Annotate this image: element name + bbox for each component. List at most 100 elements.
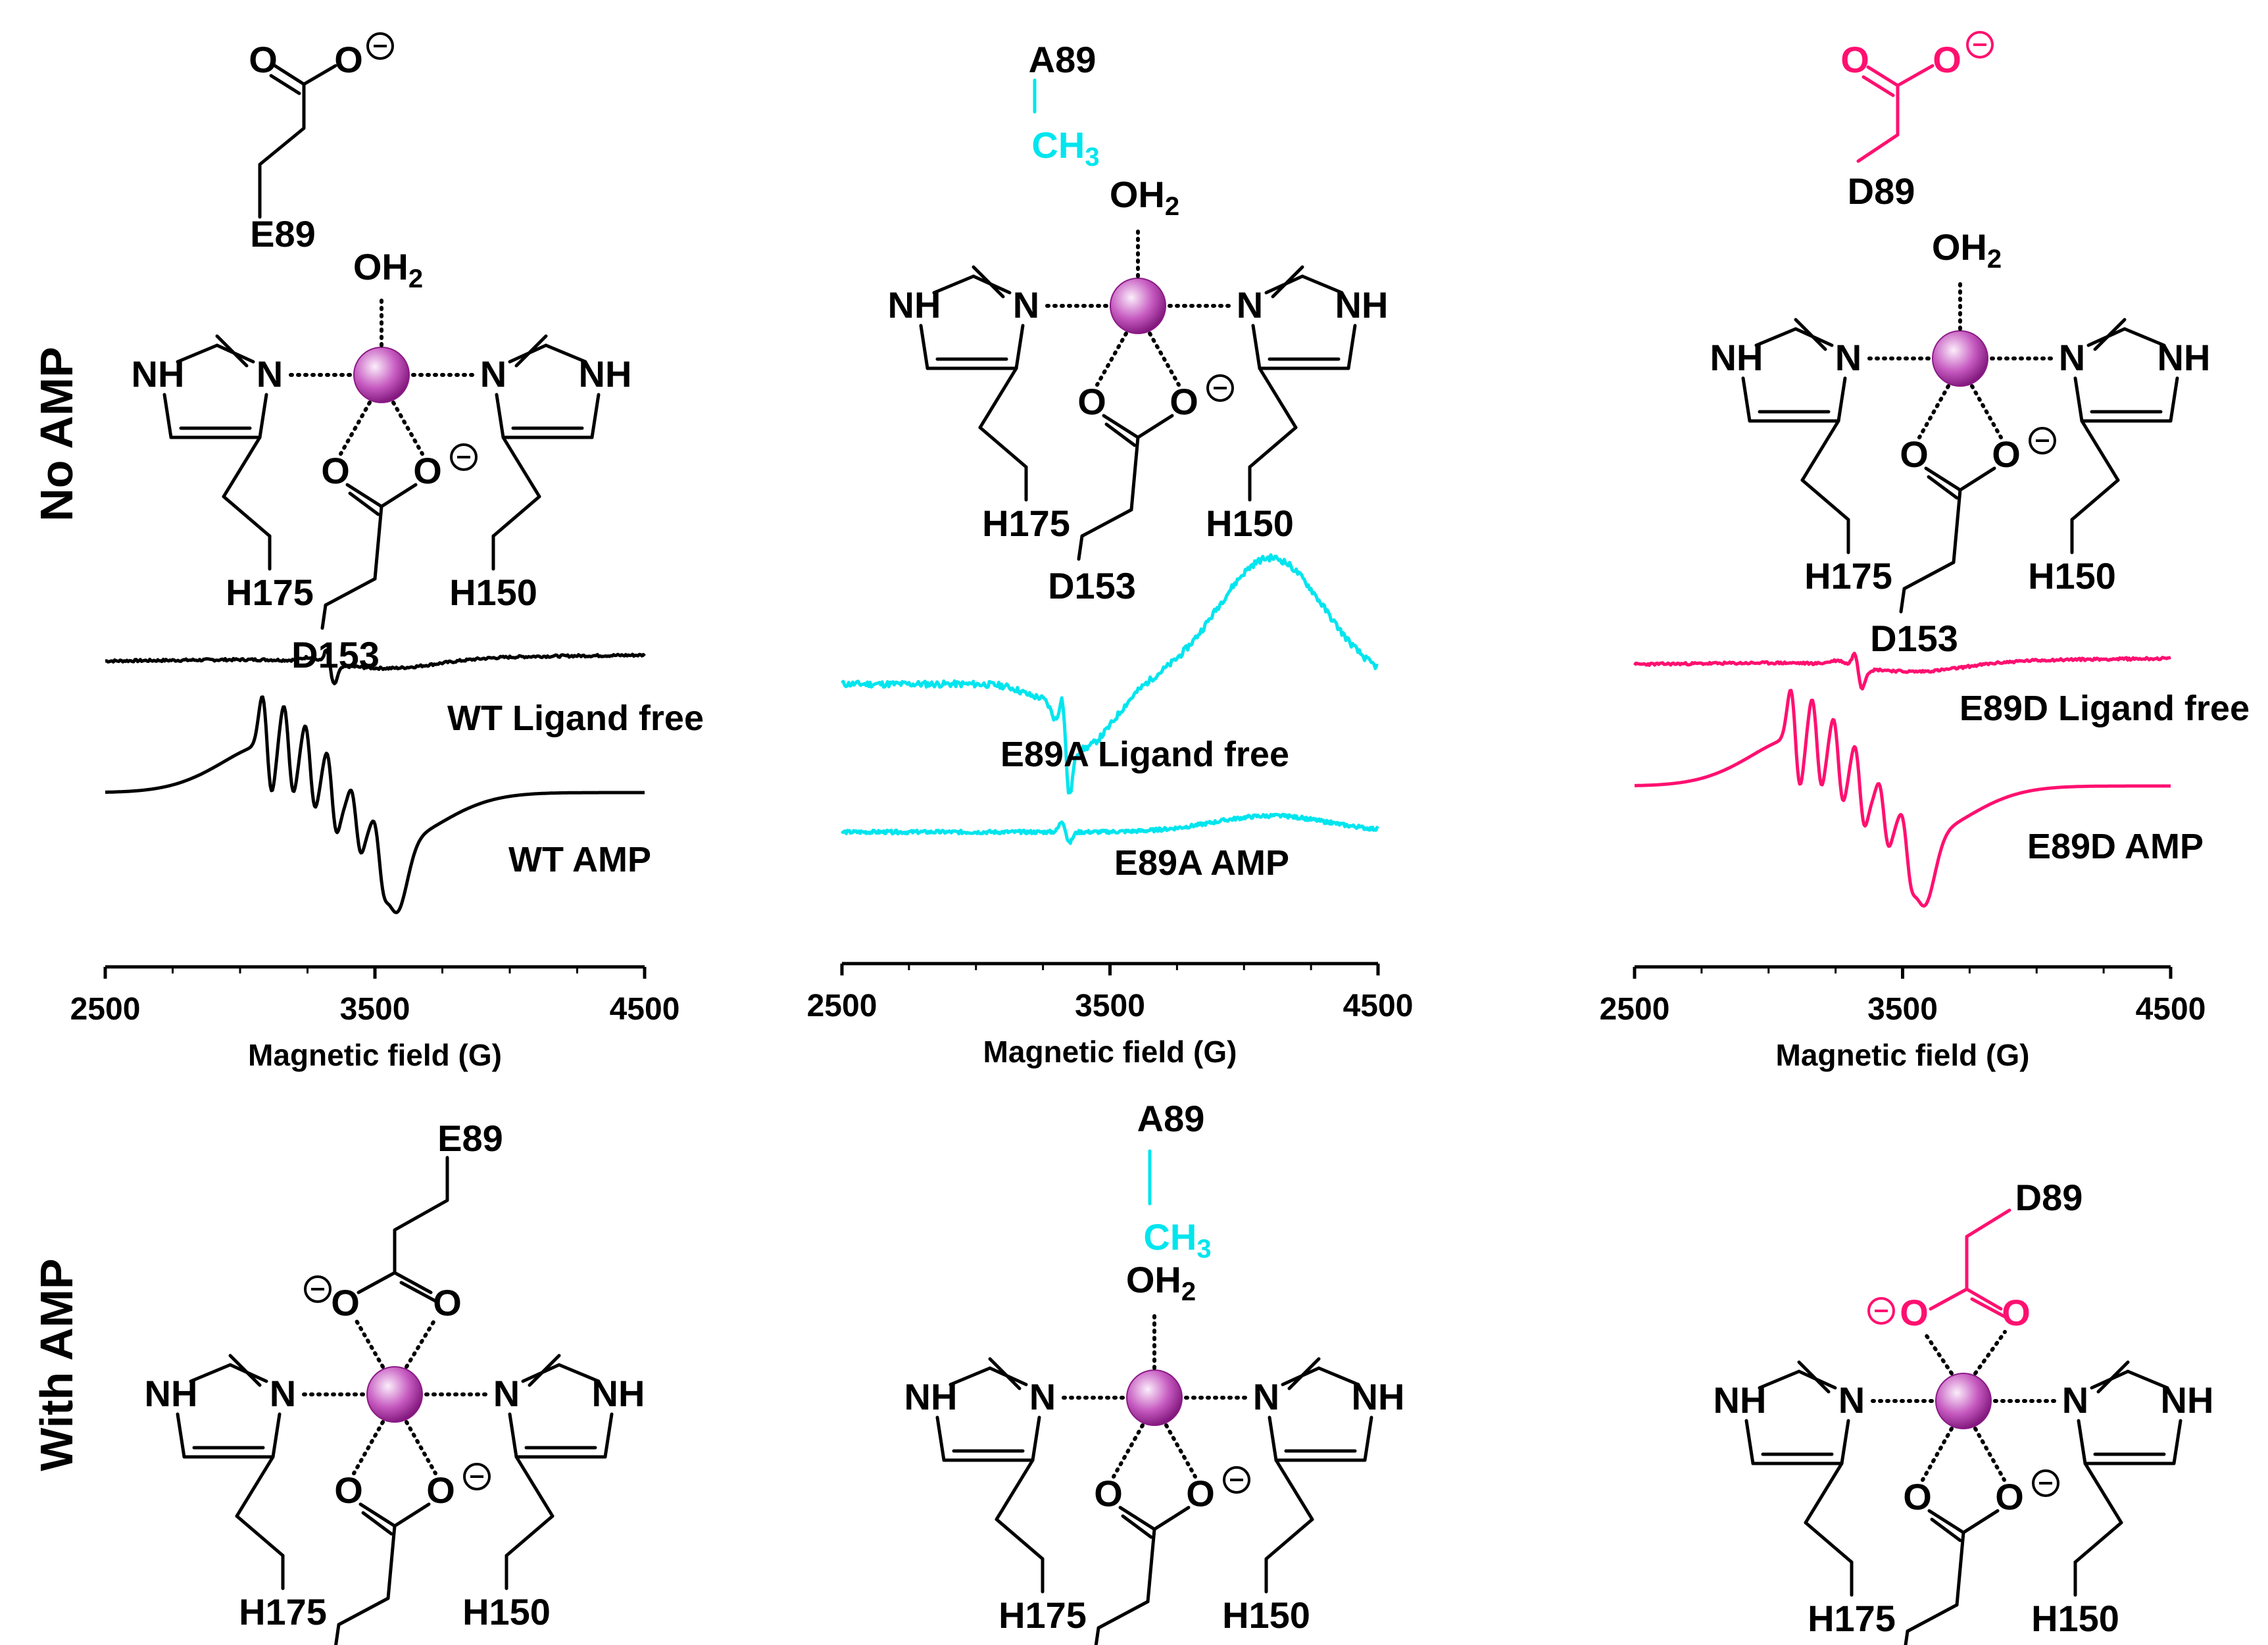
o-atom-label: O: [2002, 1292, 2031, 1333]
o-atom-label: O: [1900, 1292, 1929, 1333]
bond: [324, 577, 377, 607]
methyl-label-sub: 3: [1085, 143, 1099, 172]
bond: [2172, 1419, 2182, 1465]
negative-charge: [2029, 427, 2056, 454]
n-atom-label: N: [480, 353, 506, 395]
bond: [949, 1366, 992, 1387]
bond: [2080, 419, 2120, 482]
series-line-ligand-free: [1633, 651, 2171, 691]
bond: [932, 274, 975, 295]
bond: [386, 1524, 397, 1600]
bond: [320, 603, 328, 630]
coordination-bond: [405, 1317, 437, 1369]
series-line-ligand-free: [841, 553, 1379, 795]
n-atom-label: N: [1237, 284, 1263, 326]
residue-label-h175: H175: [239, 1591, 327, 1633]
bond: [1300, 274, 1344, 295]
bond: [393, 1502, 431, 1528]
bond: [1152, 1506, 1191, 1531]
bond: [2073, 376, 2084, 423]
coordination-bond: [353, 1317, 385, 1369]
o-atom-label: O: [334, 1469, 363, 1511]
n-atom-label: N: [257, 353, 283, 395]
bond: [162, 393, 173, 439]
n-atom-label: N: [270, 1373, 296, 1414]
bond: [358, 1502, 397, 1528]
bond: [2096, 1360, 2130, 1394]
o-atom-label: O: [1840, 39, 1869, 80]
negative-charge: [1206, 374, 1234, 402]
methyl-label: CH3: [1031, 124, 1099, 172]
residue-label-h175: H175: [1808, 1598, 1896, 1639]
bond: [1077, 534, 1084, 561]
bond: [1268, 1415, 1278, 1462]
residue-label-d153: D153: [1048, 565, 1136, 606]
bond: [1906, 1603, 1959, 1633]
bond: [1251, 324, 1262, 370]
charge-circle: [1223, 1466, 1250, 1494]
residue-label-h175: H175: [998, 1594, 1087, 1636]
residue-label-h150: H150: [1222, 1594, 1310, 1636]
x-tick-label: 4500: [610, 992, 680, 1027]
residue-label-h150: H150: [2031, 1598, 2119, 1639]
metal-ion: [1110, 278, 1166, 334]
bond: [1744, 1419, 1755, 1465]
bond: [505, 1514, 555, 1558]
bond: [228, 1354, 262, 1387]
charge-circle: [2032, 1469, 2059, 1497]
n-atom-label: N: [1253, 1376, 1279, 1417]
coordination-bond: [1973, 1330, 2007, 1375]
bond: [603, 1412, 614, 1459]
bond: [373, 504, 383, 581]
bond: [2083, 1461, 2123, 1525]
negative-charge: [366, 32, 394, 60]
o-atom-label: O: [433, 1282, 462, 1323]
bond: [972, 265, 1005, 299]
bond: [399, 1281, 437, 1303]
residue-label-e89: E89: [437, 1117, 503, 1159]
row-label-no-amp: No AMP: [31, 347, 82, 522]
bond: [1146, 1527, 1156, 1604]
metal-ion: [1126, 1369, 1183, 1426]
bond: [508, 1412, 518, 1459]
water-label: OH2: [353, 246, 423, 293]
bond: [302, 64, 337, 86]
o-atom-label: O: [249, 39, 278, 80]
bond: [1904, 1629, 1910, 1645]
o-atom-label: O: [413, 450, 442, 491]
n-atom-label: N: [493, 1373, 520, 1414]
series-label-ligand-free: WT Ligand free: [447, 699, 704, 738]
charge-circle: [366, 32, 394, 60]
coordination-bond: [352, 1420, 385, 1475]
negative-charge: [1867, 1297, 1895, 1325]
bond: [1955, 1531, 1965, 1607]
charge-circle: [463, 1463, 491, 1490]
charge-circle: [1867, 1297, 1895, 1325]
water-label-sub: 2: [408, 264, 423, 293]
coordination-bond: [1112, 1423, 1145, 1479]
water-label: OH2: [1110, 174, 1179, 221]
bond: [1797, 1360, 1831, 1394]
bond: [590, 393, 601, 439]
x-tick-label: 2500: [807, 989, 877, 1023]
row-label-with-amp: With AMP: [31, 1258, 82, 1471]
bond: [528, 1354, 561, 1387]
o-atom-label: O: [1903, 1476, 1932, 1517]
bond: [1952, 488, 1962, 564]
charge-circle: [2029, 427, 2056, 454]
negative-charge: [304, 1275, 332, 1303]
bond: [1317, 1366, 1360, 1387]
series-label-ligand-free: E89D Ligand free: [1960, 689, 2250, 728]
